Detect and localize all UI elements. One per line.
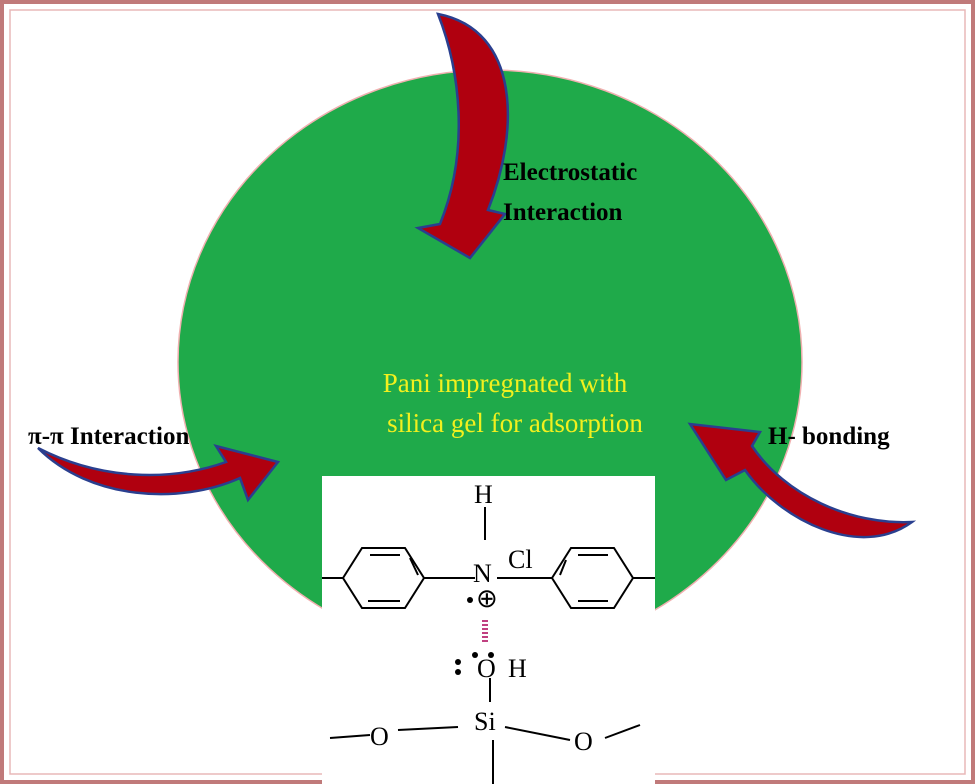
chem-plus: ⊕ [476,584,498,613]
center-text-line2: silica gel for adsorption [387,408,643,438]
pani-structure [322,507,655,784]
lone-pair-dots [455,652,494,675]
h-bonding-label: H- bonding [768,423,890,450]
chem-n: N [473,559,492,588]
interaction-label: Interaction [503,199,623,226]
chem-o-right: O [574,727,593,756]
structure-panel [322,476,655,784]
center-text-line1: Pani impregnated with [383,368,628,398]
chem-o: O [477,654,496,683]
h-bonding-arrow [687,422,917,539]
chem-h-top: H [474,480,493,509]
chem-h-oh: H [508,654,527,683]
electrostatic-arrow [414,12,510,260]
electrostatic-label: Electrostatic [503,159,637,186]
pi-pi-arrow [37,444,281,503]
pi-pi-label: π-π Interaction [28,423,189,450]
chem-si: Si [474,707,496,736]
electron-dot [467,597,473,603]
chem-o-left: O [370,722,389,751]
chem-cl: Cl [508,545,533,574]
